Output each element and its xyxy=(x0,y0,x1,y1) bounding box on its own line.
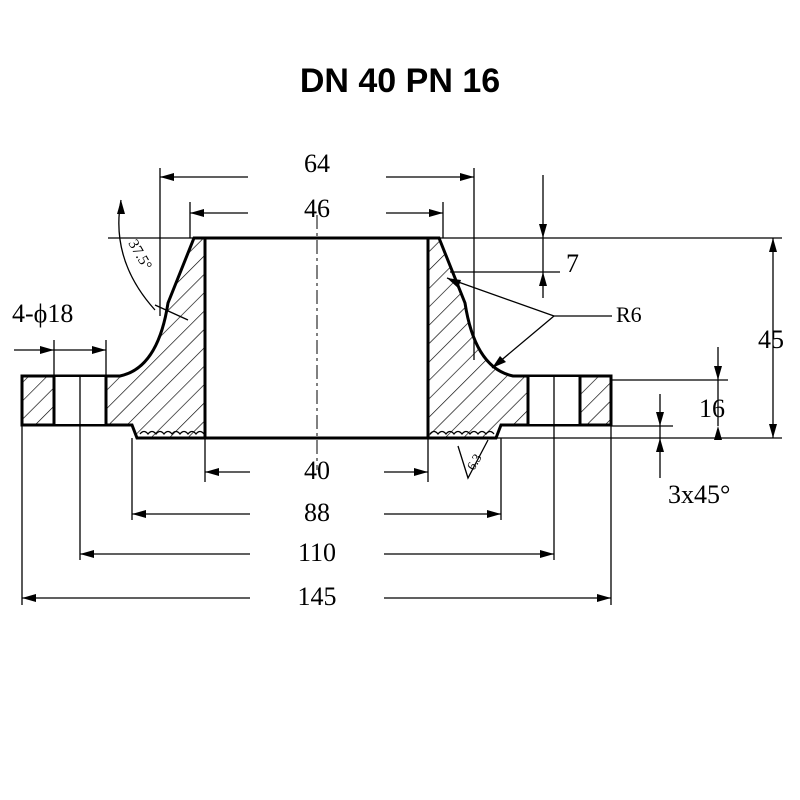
dim-64: 64 xyxy=(304,149,330,178)
dim-45: 45 xyxy=(758,325,784,354)
dim-r6: R6 xyxy=(616,302,642,327)
dim-16: 16 xyxy=(699,394,725,423)
dim-angle: 37.5° xyxy=(125,237,155,273)
dim-145: 145 xyxy=(298,582,337,611)
dim-110: 110 xyxy=(298,538,336,567)
dim-roughness: 6.3 xyxy=(463,451,484,473)
dim-40: 40 xyxy=(304,456,330,485)
dim-88: 88 xyxy=(304,498,330,527)
dim-7: 7 xyxy=(566,249,579,278)
dim-bolt-holes: 4-ϕ18 xyxy=(12,299,73,328)
weld-bead-left xyxy=(139,430,205,436)
dim-46: 46 xyxy=(304,194,330,223)
drawing-title: DN 40 PN 16 xyxy=(299,62,501,100)
dim-chamfer: 3x45° xyxy=(668,480,730,509)
flange-section-left xyxy=(20,236,207,440)
flange-section-right xyxy=(426,236,613,440)
weld-bead-right xyxy=(429,430,495,436)
